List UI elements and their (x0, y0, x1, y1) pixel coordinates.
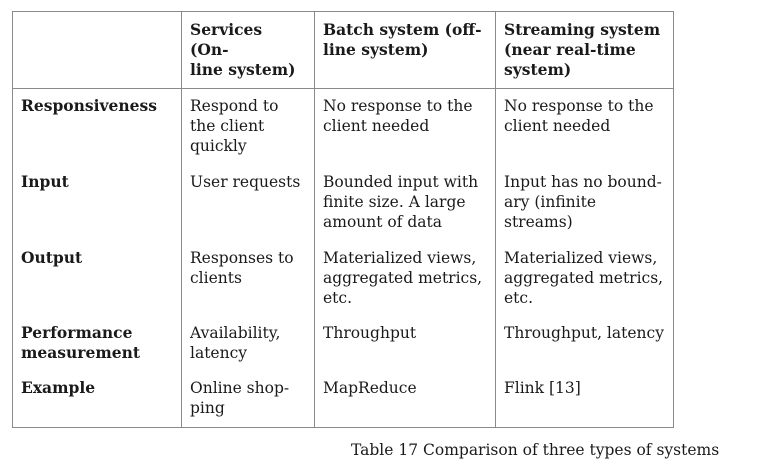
table-cell: Flink [13] (495, 370, 674, 428)
row-label: Performance measurement (12, 315, 182, 371)
table-cell: Throughput, latency (495, 315, 674, 371)
table-row-input: Input User requests Bounded input with f… (12, 164, 674, 241)
table-cell: Responses to clients (181, 240, 315, 316)
table-cell: Online shop- ping (181, 370, 315, 428)
comparison-table: Services (On- line system) Batch system … (12, 11, 674, 428)
header-streaming-system: Streaming system (near real-time system) (495, 11, 674, 89)
row-label: Input (12, 164, 182, 241)
table-cell: MapReduce (314, 370, 496, 428)
table-cell: Throughput (314, 315, 496, 371)
table-header-row: Services (On- line system) Batch system … (12, 11, 674, 89)
table-cell: No response to the client needed (314, 88, 496, 165)
table-cell: Respond to the client quickly (181, 88, 315, 165)
row-label: Responsiveness (12, 88, 182, 165)
table-cell: Materialized views, aggregated metrics, … (495, 240, 674, 316)
header-services: Services (On- line system) (181, 11, 315, 89)
table-cell: No response to the client needed (495, 88, 674, 165)
previous-line-fragment (0, 0, 120, 6)
table-cell: Availability, latency (181, 315, 315, 371)
table-row-responsiveness: Responsiveness Respond to the client qui… (12, 88, 674, 165)
row-label: Example (12, 370, 182, 428)
table-caption: Table 17 Comparison of three types of sy… (351, 441, 720, 459)
row-label: Output (12, 240, 182, 316)
header-batch-system: Batch system (off- line system) (314, 11, 496, 89)
table-cell: Bounded input with finite size. A large … (314, 164, 496, 241)
table-cell: Materialized views, aggregated metrics, … (314, 240, 496, 316)
table-cell: Input has no bound- ary (infinite stream… (495, 164, 674, 241)
table-row-performance: Performance measurement Availability, la… (12, 315, 674, 371)
table-row-output: Output Responses to clients Materialized… (12, 240, 674, 316)
table-row-example: Example Online shop- ping MapReduce Flin… (12, 370, 674, 428)
header-empty-cell (12, 11, 182, 89)
table-cell: User requests (181, 164, 315, 241)
